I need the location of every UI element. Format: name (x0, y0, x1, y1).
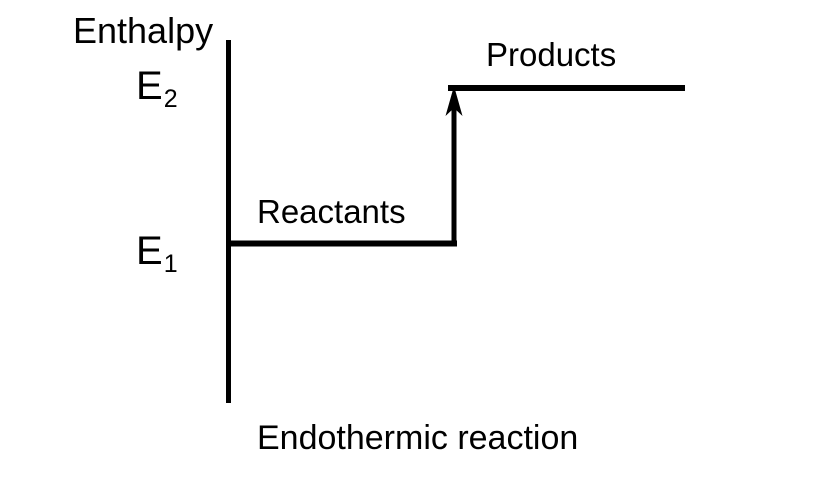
reactants-label: Reactants (257, 193, 406, 230)
energy-level-label-e1: E1 (136, 229, 178, 277)
e1-symbol: E (136, 229, 163, 273)
products-label: Products (486, 36, 617, 73)
enthalpy-change-arrowhead (445, 86, 463, 116)
e2-subscript: 2 (163, 85, 178, 113)
e1-subscript: 1 (163, 250, 178, 278)
energy-level-label-e2: E2 (136, 64, 178, 112)
e2-symbol: E (136, 64, 163, 108)
y-axis-title: Enthalpy (73, 10, 214, 51)
figure-caption: Endothermic reaction (257, 419, 579, 457)
